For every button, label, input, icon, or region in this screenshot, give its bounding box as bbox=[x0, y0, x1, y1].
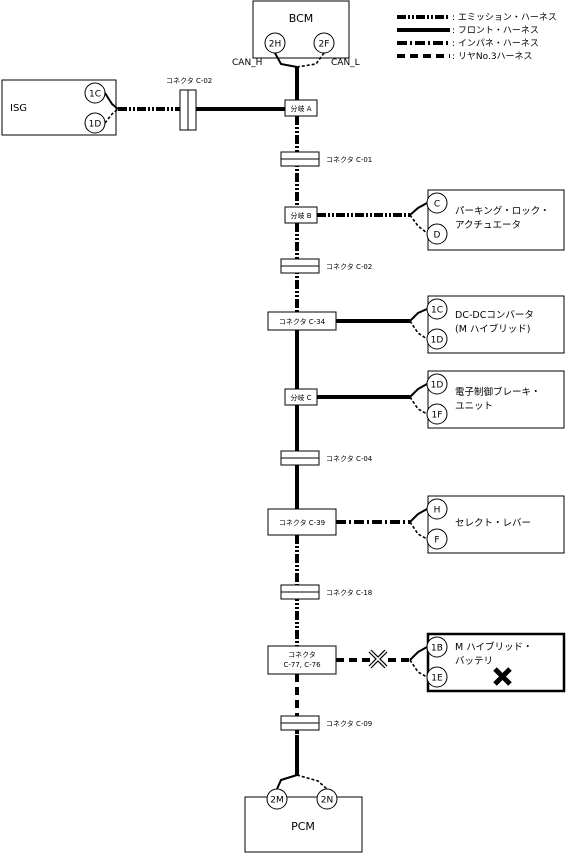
connector-c01: コネクタ C-01 bbox=[280, 151, 372, 167]
legend-inpane: : インパネ・ハーネス bbox=[452, 38, 539, 49]
connector-c02: コネクタ C-02 bbox=[280, 258, 372, 274]
isg-pin-1c-label: 1C bbox=[89, 90, 101, 100]
connector-c09: コネクタ C-09 bbox=[280, 715, 372, 731]
brake-label-2: ユニット bbox=[455, 401, 493, 412]
isg-connector-label: コネクタ C-02 bbox=[166, 76, 212, 85]
dcdc-pin-1c-label: 1C bbox=[431, 306, 443, 316]
c09-label: コネクタ C-09 bbox=[326, 719, 372, 728]
select-pin-h bbox=[426, 498, 448, 520]
battery-label-1: M ハイブリッド・ bbox=[455, 641, 533, 653]
parking-pin-c bbox=[426, 192, 448, 214]
pcm-pin-2n-label: 2N bbox=[321, 796, 333, 806]
isg-branch: コネクタ C-02 ISG 1C 1D 分岐 A bbox=[1, 76, 318, 136]
battery-branch: コネクタ C-77, C-76 1B 1E M ハイブリッド・ バッテリ bbox=[267, 632, 566, 693]
c02-label: コネクタ C-02 bbox=[326, 262, 372, 271]
can-h-label: CAN_H bbox=[232, 58, 262, 68]
legend-front: : フロント・ハーネス bbox=[452, 25, 539, 36]
brake-pin-1d-label: 1D bbox=[431, 381, 444, 391]
parking-label-1: パーキング・ロック・ bbox=[455, 205, 550, 217]
connector-c34 bbox=[267, 311, 337, 331]
pcm-module: 2M 2N PCM bbox=[244, 774, 363, 853]
bcm-module: BCM 2H 2F CAN_H CAN_L bbox=[232, 0, 360, 68]
select-pin-f-label: F bbox=[434, 536, 439, 546]
branch-a-label: 分岐 A bbox=[290, 104, 311, 113]
pcm-label: PCM bbox=[291, 820, 315, 833]
pcm-pin-2n bbox=[316, 788, 338, 810]
dcdc-branch: コネクタ C-34 1C 1D DC-DCコンバータ (M ハイブリッド) bbox=[267, 295, 565, 354]
legend: : エミッション・ハーネス : フロント・ハーネス : インパネ・ハーネス : … bbox=[397, 12, 557, 62]
pcm-pin-2m bbox=[266, 788, 288, 810]
c77-label-1: コネクタ bbox=[288, 650, 316, 659]
select-pin-h-label: H bbox=[434, 506, 441, 516]
bcm-label: BCM bbox=[289, 12, 314, 25]
branch-a bbox=[284, 99, 318, 117]
connector-c04: コネクタ C-04 bbox=[280, 450, 373, 466]
battery-pin-1e-label: 1E bbox=[431, 674, 443, 684]
select-branch: コネクタ C-39 H F セレクト・レバー bbox=[267, 495, 565, 554]
battery-pin-1b-label: 1B bbox=[431, 644, 443, 654]
battery-label-2: バッテリ bbox=[455, 656, 493, 667]
parking-pin-c-label: C bbox=[434, 200, 440, 210]
c34-label: コネクタ C-34 bbox=[279, 317, 326, 326]
dcdc-pin-1c bbox=[426, 298, 448, 320]
dcdc-label-2: (M ハイブリッド) bbox=[455, 323, 530, 335]
battery-pin-1e bbox=[426, 666, 448, 688]
connector-c39 bbox=[267, 508, 337, 536]
legend-emission: : エミッション・ハーネス bbox=[452, 12, 557, 23]
c04-label: コネクタ C-04 bbox=[326, 454, 373, 463]
dcdc-pin-1d-label: 1D bbox=[431, 336, 444, 346]
brake-pin-1d bbox=[426, 373, 448, 395]
branch-b-label: 分岐 B bbox=[290, 211, 311, 220]
brake-pin-1f-label: 1F bbox=[432, 411, 443, 421]
brake-branch: 分岐 C 1D 1F 電子制御ブレーキ・ ユニット bbox=[284, 370, 565, 429]
can-l-label: CAN_L bbox=[331, 58, 360, 68]
legend-rear3: : リヤNo.3ハーネス bbox=[452, 51, 533, 62]
cross-icon bbox=[493, 667, 512, 686]
brake-pin-1f bbox=[426, 403, 448, 425]
pcm-pin-2m-label: 2M bbox=[270, 796, 284, 806]
connector-c77 bbox=[267, 645, 337, 675]
isg-pin-1d-label: 1D bbox=[89, 120, 102, 130]
branch-c-label: 分岐 C bbox=[290, 393, 311, 402]
select-label: セレクト・レバー bbox=[455, 518, 531, 529]
parking-pin-d bbox=[426, 223, 448, 245]
isg-label: ISG bbox=[10, 103, 27, 114]
parking-branch: 分岐 B C D パーキング・ロック・ アクチュエータ bbox=[284, 189, 565, 251]
bcm-pin-2h-label: 2H bbox=[269, 40, 282, 50]
brake-label-1: 電子制御ブレーキ・ bbox=[455, 386, 541, 398]
c01-label: コネクタ C-01 bbox=[326, 155, 372, 164]
dcdc-label-1: DC-DCコンバータ bbox=[455, 310, 534, 321]
dcdc-pin-1d bbox=[426, 328, 448, 350]
open-circuit-icon bbox=[368, 649, 388, 669]
branch-c bbox=[284, 388, 318, 406]
c18-label: コネクタ C-18 bbox=[326, 588, 372, 597]
select-pin-f bbox=[426, 528, 448, 550]
branch-b bbox=[284, 206, 318, 224]
battery-pin-1b bbox=[426, 636, 448, 658]
parking-label-2: アクチュエータ bbox=[455, 220, 521, 231]
parking-pin-d-label: D bbox=[434, 231, 441, 241]
c77-label-2: C-77, C-76 bbox=[283, 661, 321, 669]
c39-label: コネクタ C-39 bbox=[279, 518, 325, 527]
connector-c18: コネクタ C-18 bbox=[280, 584, 372, 600]
bcm-pin-2f-label: 2F bbox=[319, 40, 330, 50]
